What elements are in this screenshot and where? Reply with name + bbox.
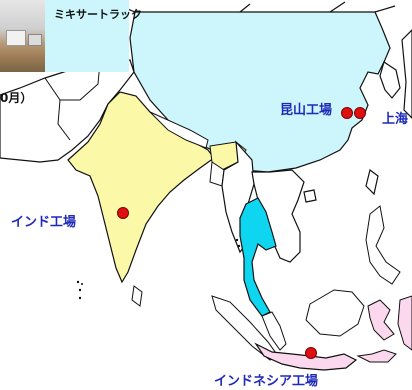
region-nepal [149, 111, 209, 149]
region-malaysia [261, 311, 287, 351]
border-afghanistan [44, 61, 101, 141]
label-shanghai: 上海 [382, 112, 409, 127]
region-thailand [239, 197, 277, 317]
label-indonesia: インドネシア工場 [214, 374, 319, 389]
region-papua [397, 295, 412, 351]
region-lesser-sunda [356, 349, 397, 363]
border-north [119, 1, 396, 13]
region-taiwan [365, 168, 379, 196]
label-india: インド工場 [11, 215, 77, 230]
region-srilanka [131, 285, 143, 307]
region-sulawesi [367, 299, 395, 341]
region-philippines [365, 205, 401, 285]
region-korea [379, 61, 401, 99]
marker-kunshan[interactable] [341, 107, 353, 119]
label-kunshan: 昆山工場 [280, 103, 333, 118]
date-fragment: 0月） [0, 91, 33, 105]
marker-indonesia[interactable] [305, 347, 317, 359]
region-borneo [305, 289, 365, 337]
marker-shanghai[interactable] [354, 107, 366, 119]
inset-photo [0, 0, 45, 72]
region-japan [401, 29, 412, 119]
inset-caption-box: ミキサートラック [45, 0, 142, 72]
marker-india[interactable] [117, 207, 129, 219]
region-indonesia [254, 342, 358, 371]
inset-caption: ミキサートラック [54, 8, 142, 21]
region-hainan [303, 189, 317, 203]
small-islands [76, 238, 241, 300]
